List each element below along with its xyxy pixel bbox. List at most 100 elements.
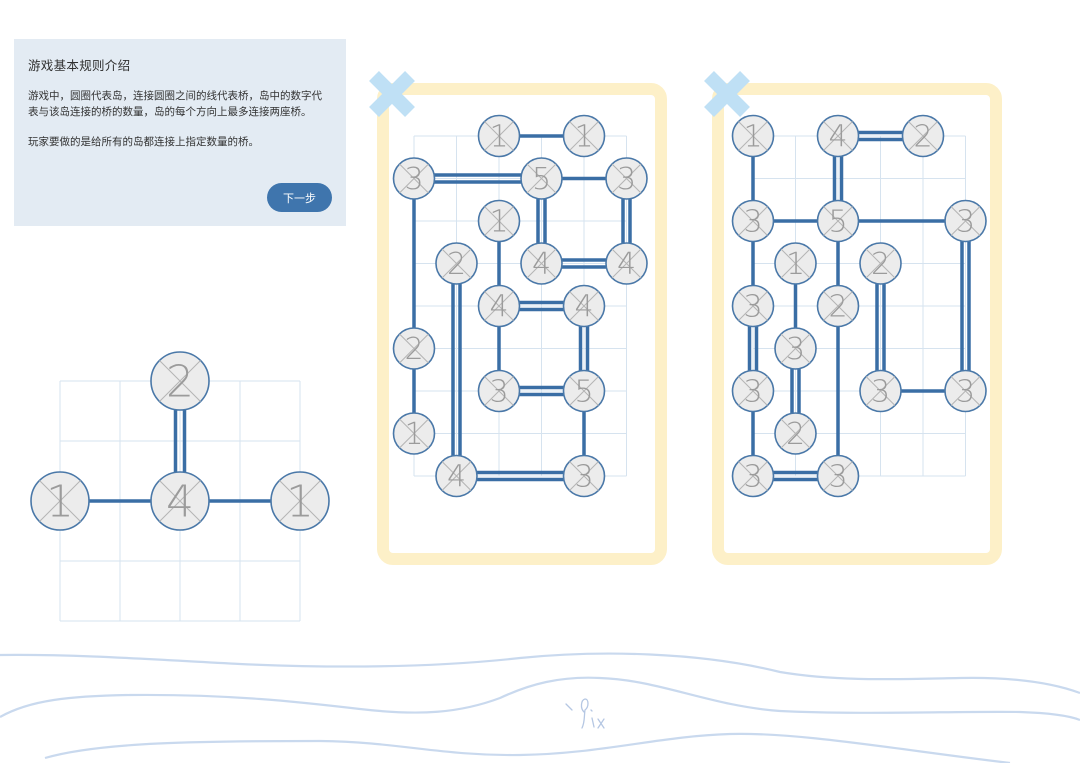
island: 1 bbox=[30, 471, 90, 531]
island[interactable]: 3 bbox=[944, 199, 987, 243]
stick-figure-doodle bbox=[565, 698, 605, 729]
island-number: 2 bbox=[913, 120, 932, 155]
island-number: 2 bbox=[404, 332, 423, 367]
double-bridge[interactable] bbox=[456, 470, 585, 482]
wave-line bbox=[44, 732, 1011, 763]
island-number: 3 bbox=[871, 375, 890, 410]
island[interactable]: 3 bbox=[731, 199, 775, 243]
island-number: 3 bbox=[743, 290, 762, 325]
island-number: 3 bbox=[743, 375, 762, 410]
island-cross-line bbox=[823, 206, 853, 236]
island[interactable]: 1 bbox=[392, 412, 436, 455]
island-number: 1 bbox=[404, 417, 423, 452]
island-number: 1 bbox=[46, 477, 74, 528]
island[interactable]: 3 bbox=[605, 157, 648, 200]
island[interactable]: 2 bbox=[392, 327, 436, 370]
island-cross-line bbox=[780, 418, 811, 449]
island[interactable]: 5 bbox=[520, 157, 563, 200]
island[interactable]: 3 bbox=[731, 454, 775, 498]
island[interactable]: 1 bbox=[562, 114, 606, 158]
double-bridge[interactable] bbox=[414, 173, 542, 184]
island-number: 3 bbox=[786, 332, 805, 367]
water-decoration bbox=[0, 652, 1080, 763]
puzzle-2-close-icon[interactable] bbox=[704, 71, 750, 117]
island-cross-line bbox=[823, 291, 853, 321]
island-number: 4 bbox=[574, 290, 593, 325]
double-bridge[interactable] bbox=[875, 263, 886, 392]
island[interactable]: 3 bbox=[859, 369, 902, 413]
island-cross-line bbox=[526, 163, 557, 194]
island-number: 3 bbox=[404, 162, 423, 197]
island-number: 1 bbox=[786, 247, 805, 282]
island-cross-line bbox=[823, 461, 853, 491]
island[interactable]: 4 bbox=[520, 242, 563, 285]
island-number: 3 bbox=[956, 375, 975, 410]
island-number: 1 bbox=[574, 120, 593, 155]
island-cross-line bbox=[950, 376, 981, 406]
island[interactable]: 1 bbox=[477, 114, 521, 158]
island-cross-line bbox=[738, 461, 768, 491]
island[interactable]: 1 bbox=[477, 199, 521, 243]
island-number: 3 bbox=[574, 460, 593, 495]
island-cross-line bbox=[780, 333, 811, 364]
island-number: 4 bbox=[489, 290, 508, 325]
island-number: 2 bbox=[828, 290, 847, 325]
island[interactable]: 2 bbox=[435, 242, 478, 285]
island-cross-line bbox=[399, 163, 429, 194]
island[interactable]: 3 bbox=[944, 369, 987, 413]
island[interactable]: 3 bbox=[392, 157, 436, 200]
island-cross-line bbox=[738, 291, 768, 321]
island-cross-line bbox=[569, 461, 599, 491]
double-bridge[interactable] bbox=[960, 221, 971, 391]
tutorial-rules-text: 游戏中，圆圈代表岛，连接圆圈之间的线代表桥，岛中的数字代表与该岛连接的桥的数量，… bbox=[28, 90, 322, 118]
island-number: 3 bbox=[743, 460, 762, 495]
island[interactable]: 2 bbox=[816, 284, 860, 328]
island[interactable]: 4 bbox=[605, 242, 648, 285]
island-cross-line bbox=[865, 248, 896, 279]
island-number: 1 bbox=[489, 120, 508, 155]
island[interactable]: 2 bbox=[774, 412, 817, 455]
island[interactable]: 4 bbox=[435, 454, 478, 498]
island-cross-line bbox=[908, 121, 938, 151]
island[interactable]: 3 bbox=[816, 454, 860, 498]
island[interactable]: 3 bbox=[562, 454, 606, 498]
island[interactable]: 3 bbox=[731, 369, 775, 413]
island[interactable]: 3 bbox=[731, 284, 775, 328]
island-cross-line bbox=[484, 206, 514, 236]
island[interactable]: 2 bbox=[859, 242, 902, 285]
island-cross-line bbox=[484, 291, 514, 321]
island-number: 4 bbox=[532, 247, 551, 282]
island[interactable]: 1 bbox=[774, 242, 817, 285]
island[interactable]: 4 bbox=[477, 284, 521, 328]
island-number: 4 bbox=[447, 460, 466, 495]
puzzle-1-close-icon[interactable] bbox=[369, 71, 415, 117]
double-bridge[interactable] bbox=[451, 263, 462, 477]
island: 4 bbox=[150, 471, 210, 531]
island-cross-line bbox=[611, 248, 642, 279]
island[interactable]: 2 bbox=[901, 114, 945, 158]
island-number: 3 bbox=[956, 205, 975, 240]
island-number: 3 bbox=[828, 460, 847, 495]
island[interactable]: 5 bbox=[562, 369, 606, 413]
island-cross-line bbox=[484, 121, 514, 151]
island[interactable]: 4 bbox=[562, 284, 606, 328]
puzzle-2-frame bbox=[712, 83, 1002, 565]
island[interactable]: 5 bbox=[816, 199, 860, 243]
island-number: 2 bbox=[786, 417, 805, 452]
island-cross-line bbox=[484, 376, 514, 406]
island[interactable]: 4 bbox=[816, 114, 860, 158]
island-number: 2 bbox=[166, 357, 194, 408]
island-number: 4 bbox=[166, 477, 194, 528]
island-cross-line bbox=[569, 291, 599, 321]
island[interactable]: 1 bbox=[731, 114, 775, 158]
island-cross-line bbox=[738, 206, 768, 236]
tutorial-goal-text: 玩家要做的是给所有的岛都连接上指定数量的桥。 bbox=[28, 136, 259, 148]
island[interactable]: 3 bbox=[477, 369, 521, 413]
next-step-button[interactable]: 下一步 bbox=[267, 183, 332, 212]
island-cross-line bbox=[611, 163, 642, 194]
island[interactable]: 3 bbox=[774, 327, 817, 370]
